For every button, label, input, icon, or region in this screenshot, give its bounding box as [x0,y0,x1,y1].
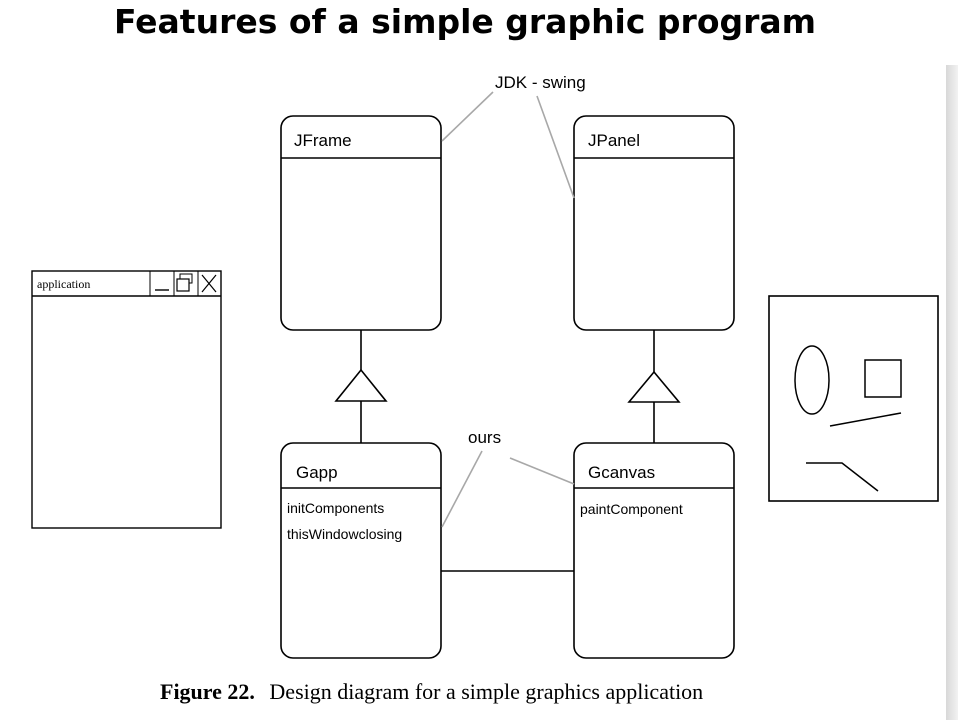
square-shape [864,359,902,398]
canvas-drawing [768,295,939,502]
polyline-shape [806,462,879,492]
class-name-jframe: JFrame [294,131,352,150]
annotation-ours-lines [441,450,575,528]
method-initcomponents: initComponents [287,500,384,516]
line-shape [829,412,902,427]
method-paintcomponent: paintComponent [580,501,683,517]
method-thiswindowclosing: thisWindowclosing [287,526,402,542]
class-name-jpanel: JPanel [588,131,640,150]
figure-caption-text: Design diagram for a simple graphics app… [269,679,703,704]
class-box-gcanvas: Gcanvas paintComponent [573,442,735,659]
class-box-gapp: Gapp initComponents thisWindowclosing [280,442,442,659]
close-icon [201,274,217,293]
class-box-jpanel: JPanel [573,115,735,331]
inheritance-arrow-gcanvas-jpanel [627,330,681,443]
figure-number: Figure 22. [160,679,255,704]
class-name-gcanvas: Gcanvas [588,463,655,482]
class-box-jframe: JFrame [280,115,442,331]
ellipse-shape [794,345,830,415]
application-window: application [31,270,222,529]
inheritance-arrow-gapp-jframe [334,330,388,443]
class-name-gapp: Gapp [296,463,338,482]
window-title: application [37,277,90,291]
annotation-jdk-lines [441,91,575,199]
page-edge-shadow [946,65,958,720]
annotation-ours: ours [468,428,501,447]
maximize-icon [176,273,193,292]
figure-caption: Figure 22. Design diagram for a simple g… [160,679,703,704]
annotation-jdk-swing: JDK - swing [495,73,586,92]
page-title: Features of a simple graphic program [113,2,817,41]
